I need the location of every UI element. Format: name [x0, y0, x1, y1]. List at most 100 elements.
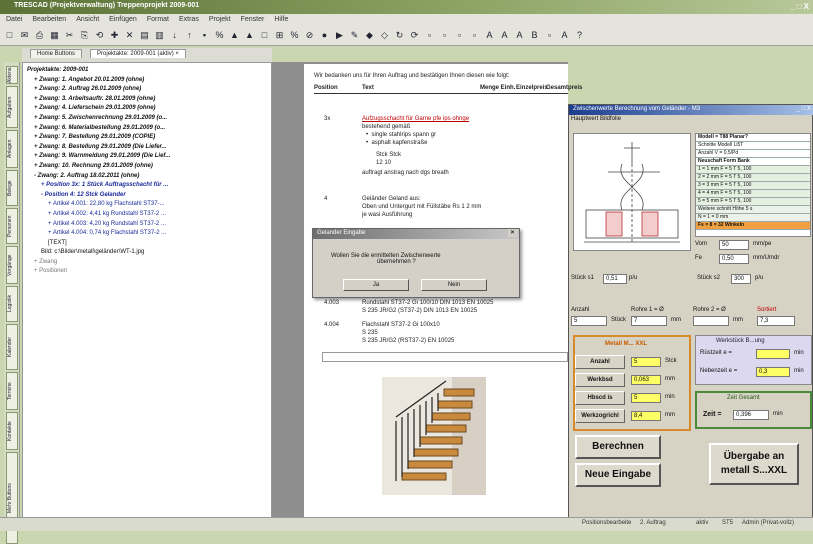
tree-node[interactable]: - Zwang: 2. Auftrag 18.02.2011 (ohne): [34, 172, 140, 179]
tree-node[interactable]: + Zwang: 4. Lieferschein 29.01.2009 (ohn…: [34, 105, 156, 112]
toolbar-icon[interactable]: ↻: [395, 30, 404, 40]
menu-item[interactable]: Projekt: [208, 16, 231, 23]
tree-node[interactable]: + Position 3x: 1 Stück Auftragsschacht f…: [41, 182, 169, 189]
toolbar-icon[interactable]: ●: [321, 30, 328, 40]
fe-field[interactable]: 0,50: [719, 254, 749, 264]
tree-node[interactable]: Projektakte: 2009-001: [27, 67, 89, 73]
tree-node[interactable]: + Zwang: 2. Auftrag 26.01.2009 (ohne): [34, 86, 142, 93]
tree-node[interactable]: + Zwang: [34, 258, 58, 265]
toolbar-icon[interactable]: ✂: [65, 30, 74, 40]
toolbar-icon[interactable]: ▲: [230, 30, 239, 40]
metall-input-button[interactable]: Werkzogrichl: [575, 409, 625, 423]
vtab-1[interactable]: Aufgaben: [6, 86, 18, 128]
toolbar-icon[interactable]: ◆: [366, 30, 373, 40]
metall-input-field[interactable]: 5: [631, 393, 661, 403]
tree-node[interactable]: [TEXT]: [48, 239, 67, 246]
vtab-2[interactable]: Anlagen: [6, 130, 18, 168]
empty-table-row[interactable]: [322, 352, 568, 362]
menu-item[interactable]: Hilfe: [274, 16, 289, 23]
toolbar-icon[interactable]: %: [290, 30, 299, 40]
toolbar-icon[interactable]: ▲: [245, 30, 254, 40]
nebenzeit-field[interactable]: 0,3: [756, 367, 790, 377]
tree-node[interactable]: + Zwang: 5. Zwischenrechnung 29.01.2009 …: [34, 114, 168, 121]
toolbar-icon[interactable]: A: [501, 30, 508, 40]
project-tree[interactable]: Projektakte: 2009-001 + Zwang: 1. Angebot…: [22, 62, 272, 522]
menu-item[interactable]: Einfügen: [109, 16, 137, 23]
grid-row[interactable]: Anzahl V = 0.5/Pd: [696, 150, 810, 158]
tab-1[interactable]: Projektakte: 2009-001 (aktiv) ×: [90, 49, 186, 58]
grid-row[interactable]: Schnitte Modell Li5T: [696, 142, 810, 150]
vtab-3[interactable]: Belege: [6, 170, 18, 206]
yes-button[interactable]: Ja: [343, 279, 409, 291]
tab-0[interactable]: Home Buttons: [30, 49, 83, 58]
menu-item[interactable]: Bearbeiten: [32, 16, 67, 23]
toolbar-icon[interactable]: ✚: [110, 30, 119, 40]
toolbar-icon[interactable]: ▫: [547, 30, 552, 40]
anzahl-field[interactable]: 5: [571, 316, 607, 326]
toolbar-icon[interactable]: □: [6, 30, 13, 40]
transfer-button[interactable]: Übergabe an metall S...XXL: [709, 443, 799, 485]
metall-input-button[interactable]: Hbscd is: [575, 391, 625, 405]
grid-row[interactable]: Modell = T88 Planar?: [696, 134, 810, 142]
s1-field[interactable]: 0,51: [603, 274, 627, 284]
metall-input-button[interactable]: Anzahl: [575, 355, 625, 369]
toolbar-icon[interactable]: ✉: [20, 30, 29, 40]
tree-node[interactable]: + Zwang: 7. Bestellung 29.01.2009 (COPIE…: [34, 134, 156, 141]
menu-item[interactable]: Ansicht: [76, 16, 100, 23]
calc-menu[interactable]: Hauptwert Bildfolie: [571, 116, 622, 122]
vtab-4[interactable]: Personen: [6, 208, 18, 244]
toolbar-icon[interactable]: ⊘: [305, 30, 314, 40]
toolbar-icon[interactable]: ?: [576, 30, 582, 40]
toolbar-icon[interactable]: ⎘: [80, 30, 89, 40]
tree-node[interactable]: + Positionen: [34, 268, 68, 275]
toolbar-icon[interactable]: ▫: [427, 30, 432, 40]
zeit-field[interactable]: 0,396: [733, 410, 769, 420]
tree-node[interactable]: + Zwang: 10. Rechnung 29.01.2009 (ohne): [34, 162, 153, 169]
toolbar-icon[interactable]: ✕: [125, 30, 134, 40]
no-button[interactable]: Nein: [421, 279, 487, 291]
toolbar-icon[interactable]: □: [261, 30, 268, 40]
window-controls[interactable]: _ □ X: [789, 2, 809, 11]
menu-item[interactable]: Format: [146, 16, 169, 23]
calculate-button[interactable]: Berechnen: [575, 435, 661, 459]
tree-node[interactable]: + Artikel 4.002: 4,41 kg Rundstahl ST37-…: [48, 210, 166, 217]
toolbar-icon[interactable]: ▫: [457, 30, 462, 40]
toolbar-icon[interactable]: ▥: [155, 30, 164, 40]
tree-node[interactable]: + Zwang: 6. Materialbestellung 29.01.200…: [34, 124, 166, 131]
grid-row[interactable]: 3 = 3 mm F = 5 T 5, 100: [696, 182, 810, 190]
metall-input-field[interactable]: 5: [631, 357, 661, 367]
grid-row[interactable]: N = 1 = 0 mm: [696, 214, 810, 222]
toolbar-icon[interactable]: ⎙: [35, 30, 44, 40]
tree-node[interactable]: + Artikel 4.001: 22,80 kg Flachstahl ST3…: [48, 201, 165, 208]
vtab-9[interactable]: Kontakte: [6, 412, 18, 450]
tree-node[interactable]: + Zwang: 9. Warnmeldung 29.01.2009 (Die …: [34, 153, 171, 160]
grid-row[interactable]: Weitere schnitt Höhe 5 s: [696, 206, 810, 214]
toolbar-icon[interactable]: A: [486, 30, 493, 40]
toolbar-icon[interactable]: ▫: [472, 30, 477, 40]
menu-item[interactable]: Fenster: [240, 16, 265, 23]
rohr1-field[interactable]: 7: [631, 316, 667, 326]
dialog-close-icon[interactable]: ✕: [508, 229, 517, 237]
grid-row[interactable]: 1 = 1 mm F = 5 T 5, 100: [696, 166, 810, 174]
menu-item[interactable]: Datei: [6, 16, 23, 23]
menu-item[interactable]: Extras: [178, 16, 199, 23]
vtab-5[interactable]: Vorgänge: [6, 246, 18, 284]
toolbar-icon[interactable]: ▫: [442, 30, 447, 40]
toolbar-icon[interactable]: A: [516, 30, 523, 40]
toolbar-icon[interactable]: ▪: [202, 30, 207, 40]
toolbar-icon[interactable]: ✎: [350, 30, 359, 40]
toolbar-icon[interactable]: ◇: [381, 30, 388, 40]
toolbar-icon[interactable]: ▦: [50, 30, 59, 40]
values-grid[interactable]: Modell = T88 Planar?Schnitte Modell Li5T…: [695, 133, 811, 237]
rohr-field[interactable]: 7,3: [757, 316, 795, 326]
grid-row[interactable]: 5 = 5 mm F = 5 T 5, 100: [696, 198, 810, 206]
tree-node[interactable]: + Zwang: 8. Bestellung 29.01.2009 (Die L…: [34, 143, 167, 150]
toolbar-icon[interactable]: ⟲: [95, 30, 104, 40]
toolbar-icon[interactable]: ▤: [140, 30, 149, 40]
toolbar-icon[interactable]: ⟳: [410, 30, 419, 40]
tree-node[interactable]: + Artikel 4.003: 4,20 kg Rundstahl ST37-…: [48, 220, 166, 227]
tree-node[interactable]: + Zwang: 1. Angebot 20.01.2009 (ohne): [34, 76, 145, 83]
new-input-button[interactable]: Neue Eingabe: [575, 463, 661, 487]
vtab-8[interactable]: Termine: [6, 372, 18, 410]
toolbar-icon[interactable]: ⊞: [275, 30, 284, 40]
